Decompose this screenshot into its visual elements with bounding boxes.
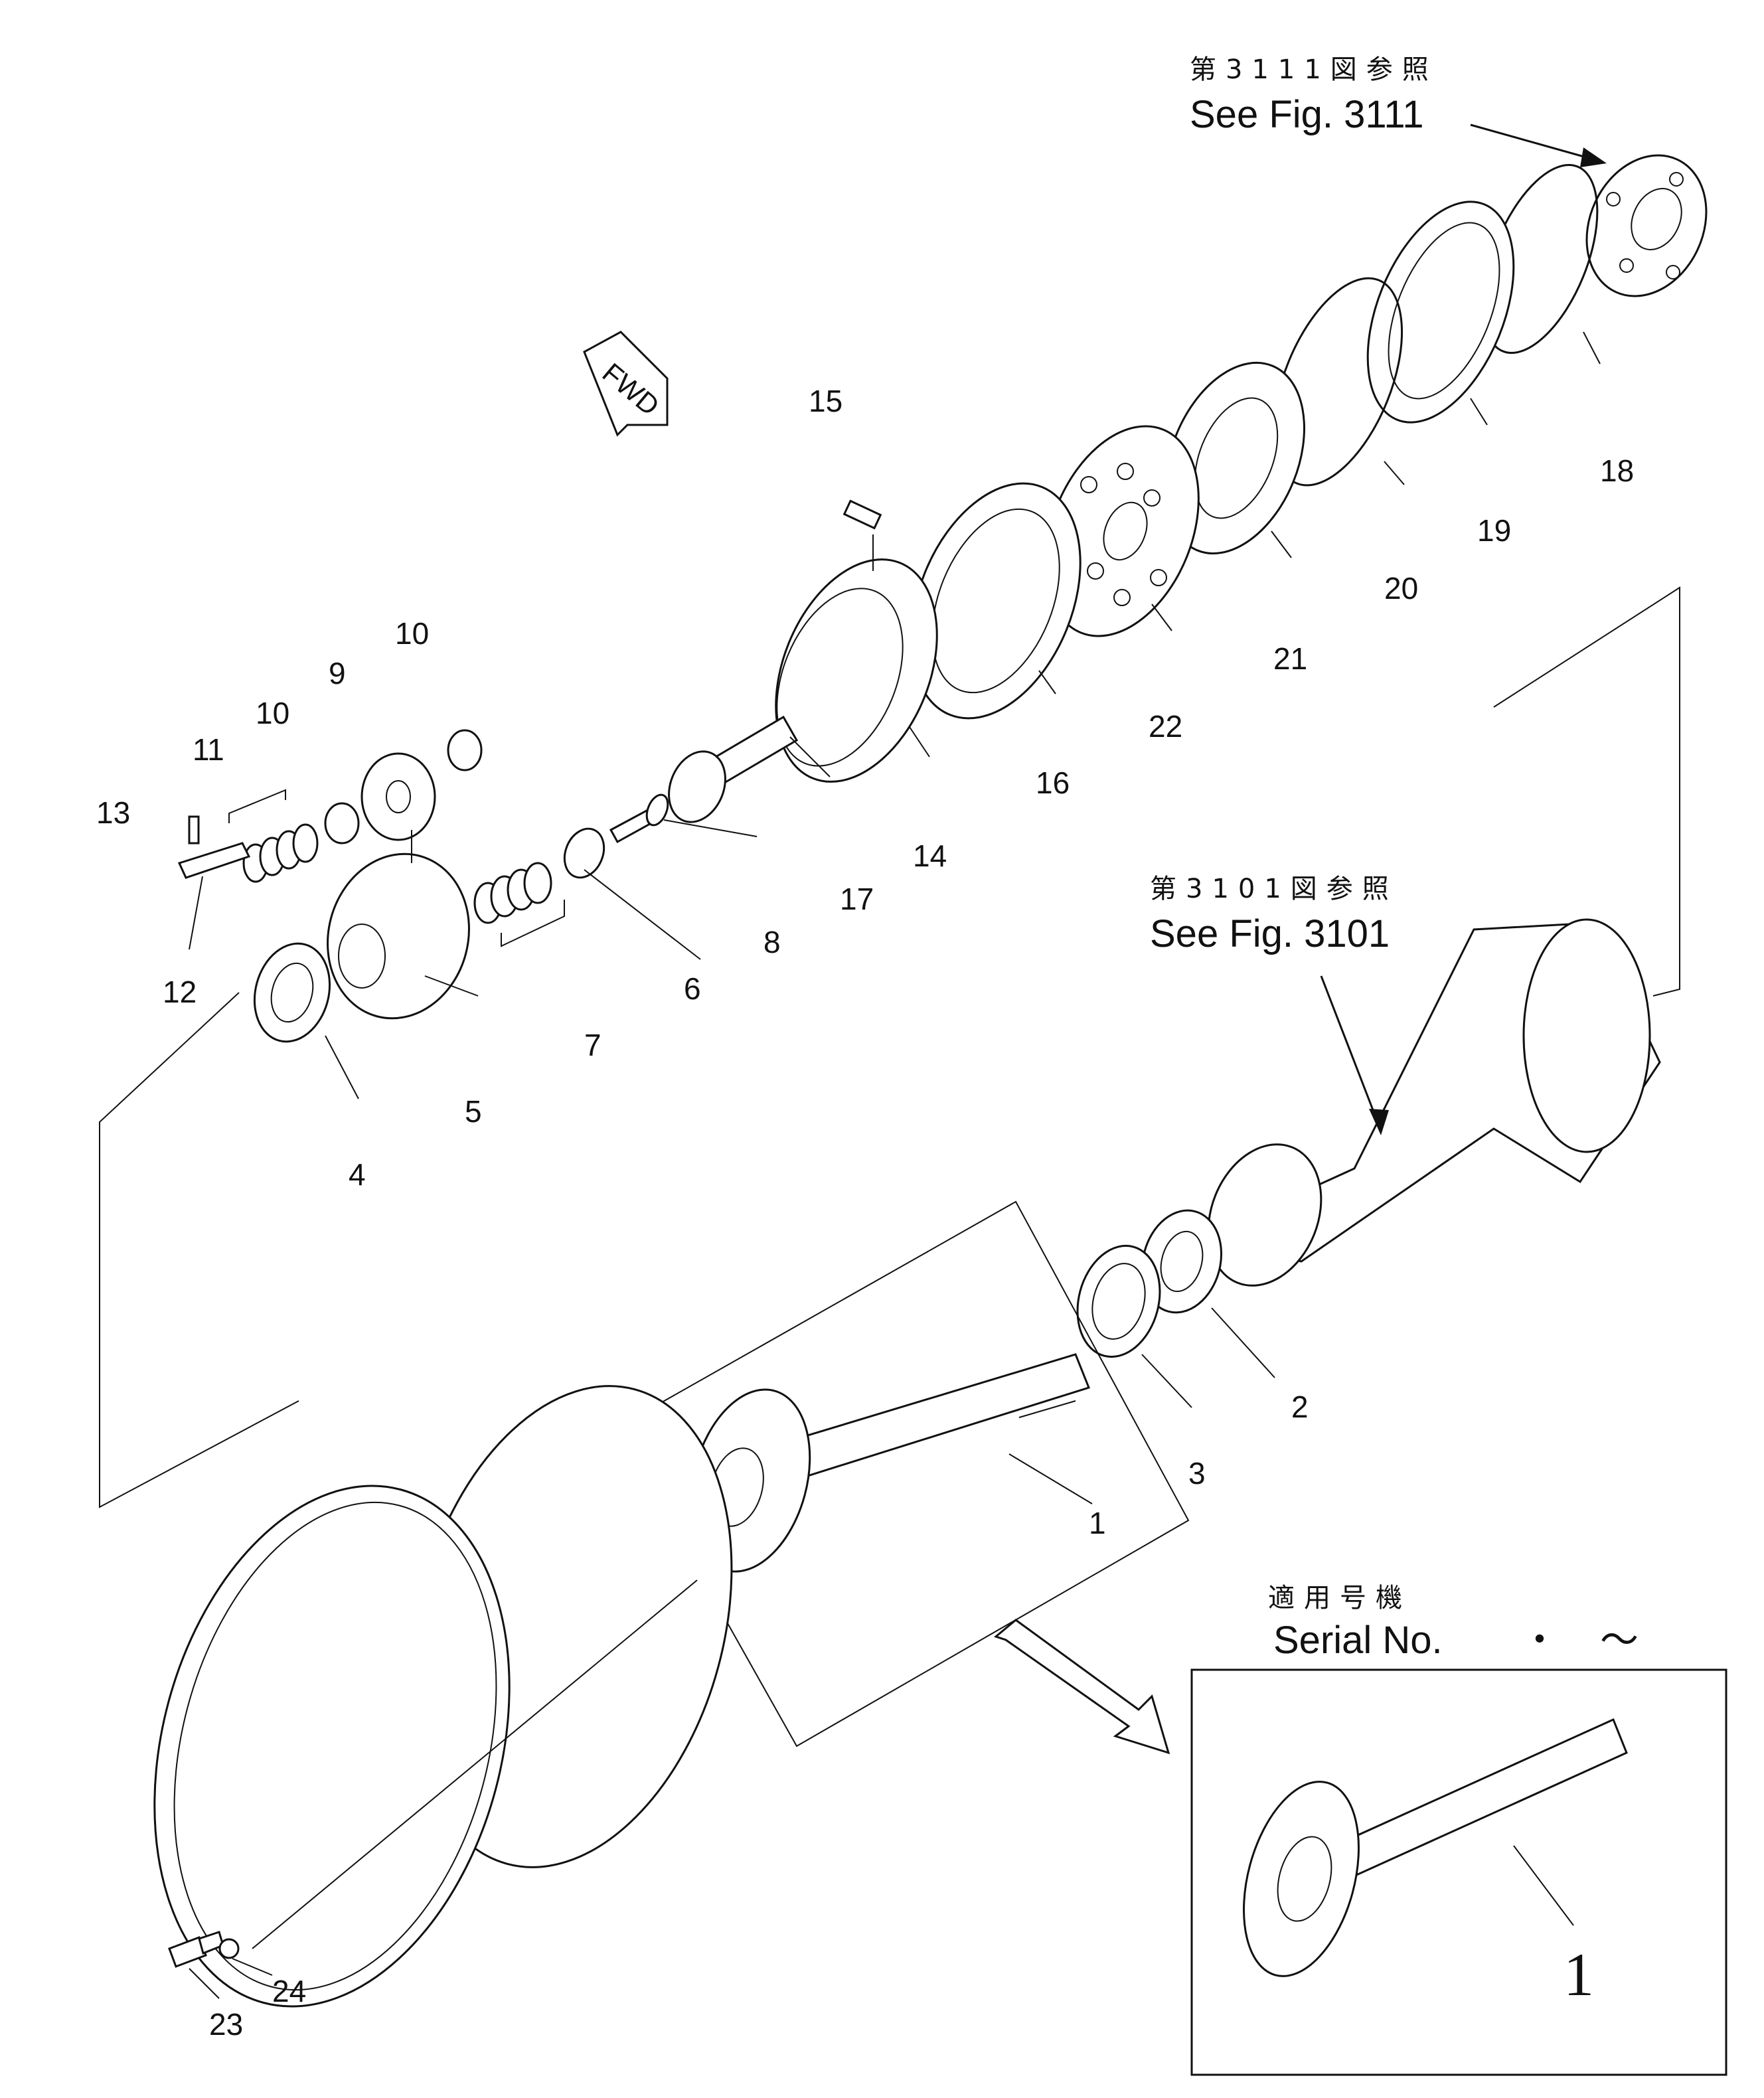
bolt-8 bbox=[609, 793, 669, 844]
part-number-16: 16 bbox=[1036, 766, 1070, 800]
serial-inset-japanese: 適用号機 bbox=[1268, 1583, 1411, 1613]
disc-22 bbox=[1044, 425, 1200, 637]
planet-gear-9 bbox=[361, 752, 436, 841]
inset-part-number: 1 bbox=[1564, 1941, 1594, 2008]
shaft-pin-12 bbox=[177, 842, 251, 879]
part-number-labels: 18 19 20 21 22 16 14 17 15 8 6 7 5 4 12 … bbox=[96, 384, 1634, 2042]
reference-fig-3101: 第3101図参照 See Fig. 3101 bbox=[1150, 874, 1398, 1135]
spacers-11 bbox=[228, 789, 319, 883]
bearing-2 bbox=[1141, 1209, 1223, 1314]
pin-15 bbox=[842, 499, 882, 530]
part-number-1: 1 bbox=[1089, 1506, 1106, 1540]
fwd-direction-arrow: FWD bbox=[583, 331, 669, 437]
serial-inset-english: Serial No. bbox=[1273, 1619, 1443, 1662]
part-number-4: 4 bbox=[349, 1157, 366, 1192]
part-number-17: 17 bbox=[840, 882, 874, 916]
spacers-7 bbox=[473, 862, 565, 947]
needle-bearing-10b bbox=[324, 802, 360, 845]
right-assembly-line bbox=[1493, 586, 1680, 997]
part-number-18: 18 bbox=[1600, 453, 1634, 488]
part-number-14: 14 bbox=[913, 839, 947, 873]
part-number-20: 20 bbox=[1384, 571, 1418, 605]
reference-fig-3101-english: See Fig. 3101 bbox=[1150, 912, 1390, 955]
washer-6 bbox=[563, 827, 605, 879]
reference-fig-3111-english: See Fig. 3111 bbox=[1190, 93, 1424, 136]
part-number-11: 11 bbox=[193, 732, 224, 767]
part-number-10-right: 10 bbox=[395, 616, 429, 651]
serial-inset-tilde: ～ bbox=[1600, 1619, 1639, 1662]
ring-16 bbox=[910, 482, 1082, 720]
part-number-9: 9 bbox=[329, 656, 346, 690]
part-number-15: 15 bbox=[809, 384, 842, 418]
part-number-13: 13 bbox=[96, 795, 130, 830]
shaft-grouping-box bbox=[616, 1200, 1190, 1747]
part-number-19: 19 bbox=[1477, 513, 1511, 548]
sun-gear-17 bbox=[668, 715, 799, 823]
reference-arrow-head bbox=[1580, 147, 1607, 167]
pin-13 bbox=[188, 815, 200, 845]
plate-21 bbox=[1164, 361, 1305, 555]
serial-inset-frame bbox=[1190, 1668, 1727, 2076]
inset-direction-arrow bbox=[993, 1619, 1170, 1755]
part-number-8: 8 bbox=[763, 925, 781, 959]
carrier-5 bbox=[327, 852, 470, 1020]
axle-housing-ref bbox=[1205, 918, 1661, 1287]
part-number-24: 24 bbox=[272, 1974, 306, 2008]
left-assembly-line bbox=[99, 992, 299, 1508]
wheel-rim bbox=[153, 1385, 733, 2008]
part-number-5: 5 bbox=[465, 1094, 482, 1129]
serial-inset: 適用号機 Serial No. ・ ～ 1 bbox=[1190, 1583, 1727, 2076]
part-number-6: 6 bbox=[684, 971, 701, 1006]
reference-arrow-line bbox=[1470, 123, 1594, 161]
serial-inset-dot: ・ bbox=[1520, 1619, 1559, 1662]
inset-leader-1 bbox=[1513, 1845, 1574, 1926]
bearing-4 bbox=[253, 942, 331, 1043]
part-number-7: 7 bbox=[584, 1028, 601, 1062]
housing-arrow-line bbox=[1320, 975, 1379, 1123]
seal-3 bbox=[1076, 1244, 1161, 1358]
part-number-3: 3 bbox=[1188, 1456, 1206, 1491]
inset-axle-shaft-1 bbox=[1243, 1718, 1628, 1977]
ring-gear-14 bbox=[775, 558, 938, 783]
reference-fig-3111-japanese: 第3111図参照 bbox=[1190, 54, 1438, 85]
part-number-23: 23 bbox=[209, 2007, 243, 2042]
part-number-21: 21 bbox=[1273, 641, 1307, 676]
part-number-10-left: 10 bbox=[256, 696, 289, 730]
part-number-12: 12 bbox=[163, 975, 197, 1009]
axle-shaft-1 bbox=[689, 1353, 1090, 1573]
reference-fig-3111: 第3111図参照 See Fig. 3111 bbox=[1190, 54, 1607, 167]
washer-24 bbox=[218, 1938, 240, 1959]
part-number-2: 2 bbox=[1291, 1390, 1309, 1424]
o-ring-20 bbox=[1272, 277, 1403, 487]
housing-arrow-head bbox=[1369, 1109, 1389, 1135]
leader-lines bbox=[189, 331, 1601, 1999]
cover-plate-ref bbox=[1585, 154, 1708, 297]
part-number-22: 22 bbox=[1149, 709, 1182, 744]
bolt-23 bbox=[168, 1931, 224, 1968]
reference-fig-3101-japanese: 第3101図参照 bbox=[1150, 874, 1398, 904]
ring-19 bbox=[1366, 201, 1515, 424]
needle-bearing-10a bbox=[447, 729, 483, 771]
